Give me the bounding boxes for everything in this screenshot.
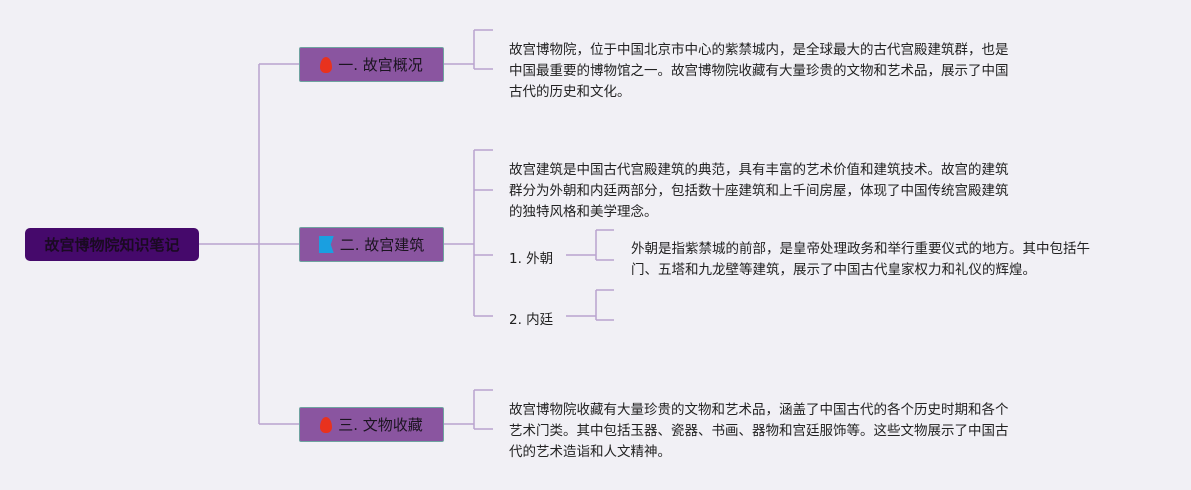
branch-node-overview[interactable]: 一. 故宫概况 — [299, 47, 444, 82]
overview-text: 故宫博物院，位于中国北京市中心的紫禁城内，是全球最大的古代宫殿建筑群，也是中国最… — [509, 42, 1009, 100]
branch-label: 一. 故宫概况 — [338, 56, 423, 74]
root-node[interactable]: 故宫博物院知识笔记 — [25, 228, 199, 261]
flame-icon — [320, 56, 333, 73]
outer-court-text: 外朝是指紫禁城的前部，是皇帝处理政务和举行重要仪式的地方。其中包括午门、五塔和九… — [631, 241, 1090, 278]
architecture-text: 故宫建筑是中国古代宫殿建筑的典范，具有丰富的艺术价值和建筑技术。故宫的建筑群分为… — [509, 162, 1009, 220]
flag-icon — [318, 236, 334, 253]
branch-node-collection[interactable]: 三. 文物收藏 — [299, 407, 444, 442]
subnode-inner-court[interactable]: 2. 内廷 — [509, 312, 554, 328]
branch-label: 三. 文物收藏 — [338, 416, 423, 434]
branch-node-architecture[interactable]: 二. 故宫建筑 — [299, 227, 444, 262]
branch-label: 二. 故宫建筑 — [339, 236, 425, 254]
root-label: 故宫博物院知识笔记 — [44, 236, 180, 254]
collection-text: 故宫博物院收藏有大量珍贵的文物和艺术品，涵盖了中国古代的各个历史时期和各个艺术门… — [509, 402, 1009, 460]
flame-icon — [320, 416, 333, 433]
subnode-outer-court[interactable]: 1. 外朝 — [509, 251, 554, 267]
